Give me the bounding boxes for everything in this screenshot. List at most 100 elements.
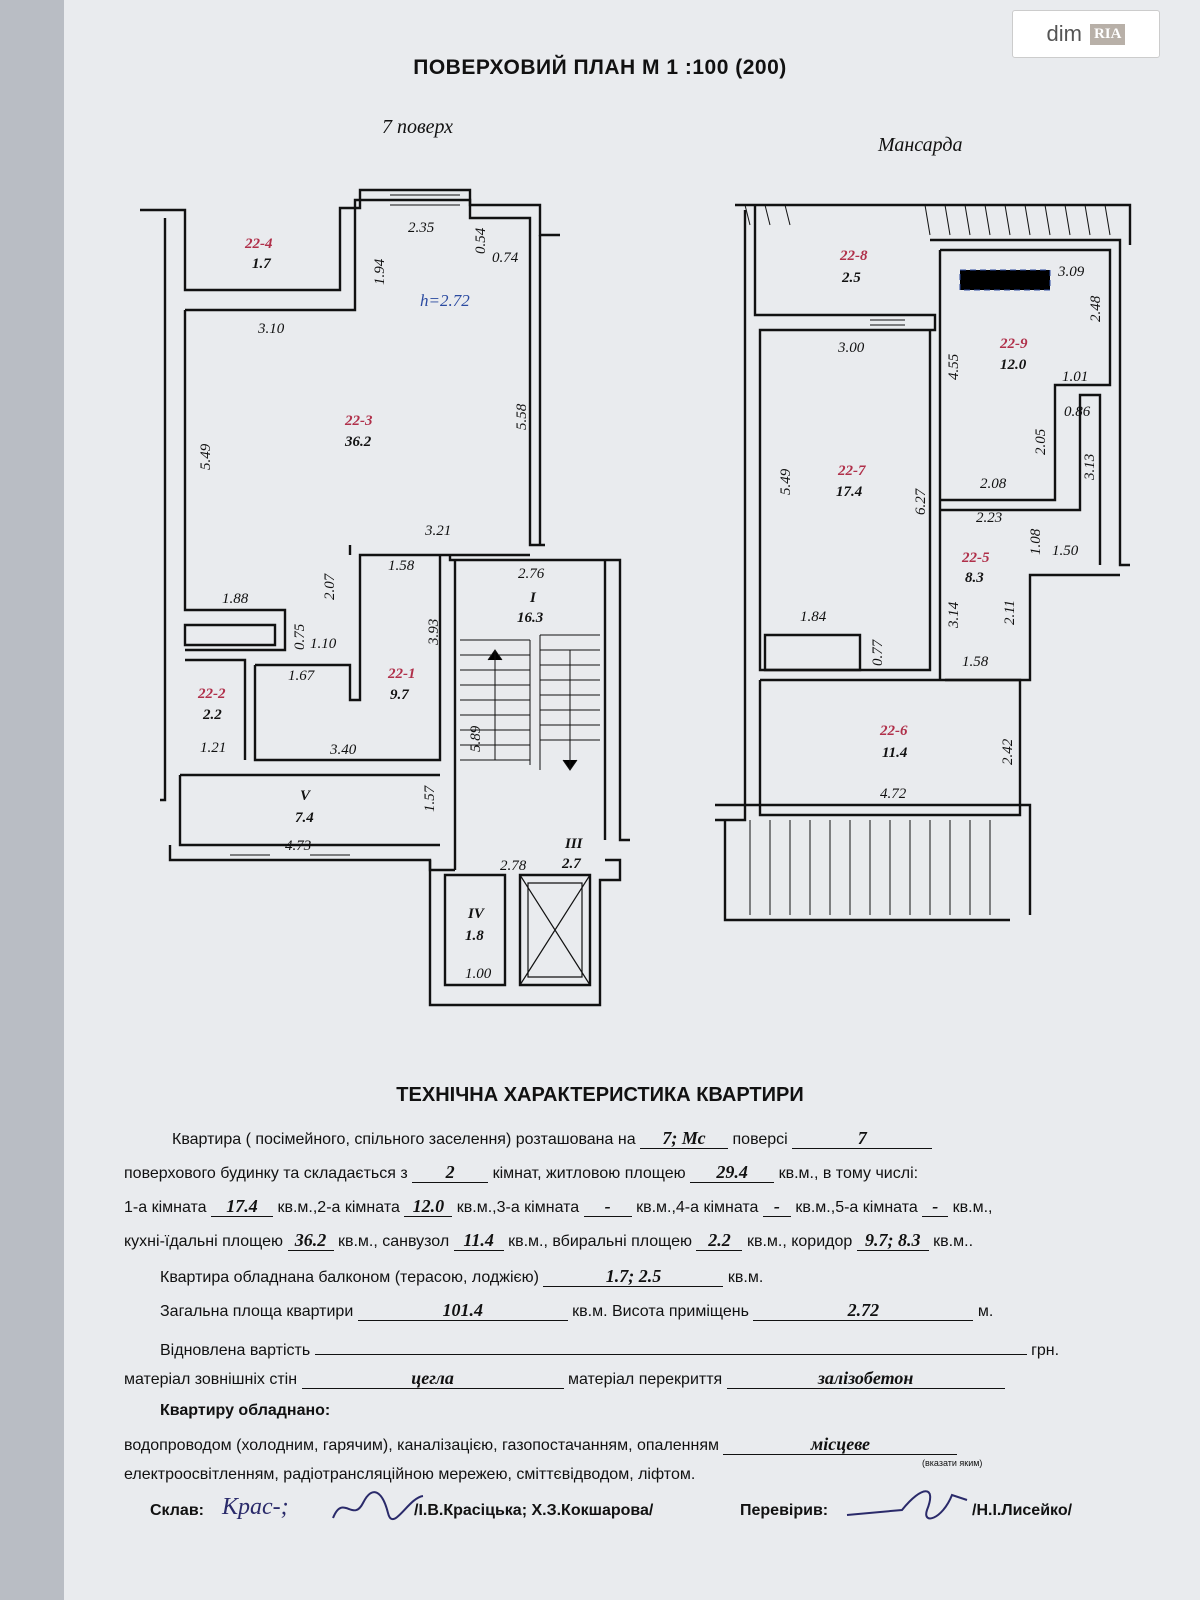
tech-line-7: Відновлена вартість грн. xyxy=(160,1334,1059,1360)
checked-name: /Н.І.Лисейко/ xyxy=(972,1502,1073,1519)
dimension-label: 3.00 xyxy=(837,340,865,356)
tech-line-5: Квартира обладнана балконом (терасою, ло… xyxy=(160,1266,763,1287)
dimension-label: 2.35 xyxy=(408,220,435,236)
wall-material-value: цегла xyxy=(301,1368,564,1389)
dimension-label: 1.58 xyxy=(388,558,415,574)
dim-ria-watermark: dim RIA xyxy=(1012,10,1160,58)
room-id-22-2: 22-2 xyxy=(197,686,226,702)
plan-title: ПОВЕРХОВИЙ ПЛАН М 1 :100 (200) xyxy=(413,56,787,79)
dimension-label: 1.21 xyxy=(200,740,226,756)
checker-signature xyxy=(846,1490,968,1520)
room-area-22-6: 11.4 xyxy=(882,745,908,761)
text: водопроводом (холодним, гарячим), каналі… xyxy=(124,1437,720,1454)
floor-plan-drawing: 22-4 1.7 22-3 36.2 22-2 2.2 22-1 9.7 I 1… xyxy=(140,188,1132,1007)
dimension-label: 1.58 xyxy=(962,654,989,670)
wc-value: 2.2 xyxy=(696,1230,743,1251)
text: поверсі xyxy=(732,1131,788,1148)
room-area-22-4: 1.7 xyxy=(252,256,271,272)
tech-line-2: поверхового будинку та складається з 2 к… xyxy=(124,1162,918,1183)
dimension-label: 3.93 xyxy=(426,619,442,646)
text: матеріал перекриття xyxy=(567,1371,723,1388)
tech-line-6: Загальна площа квартири 101.4 кв.м. Висо… xyxy=(160,1300,993,1321)
room-area-22-9: 12.0 xyxy=(1000,357,1027,373)
dimension-label: 5.49 xyxy=(778,468,794,495)
tech-title: ТЕХНІЧНА ХАРАКТЕРИСТИКА КВАРТИРИ xyxy=(396,1084,804,1106)
dimension-label: 5.89 xyxy=(468,725,484,752)
text: кімнат, житловою площею xyxy=(492,1165,686,1182)
tech-line-8: матеріал зовнішніх стін цегла матеріал п… xyxy=(124,1368,1005,1389)
dimension-label: 0.54 xyxy=(473,227,489,254)
dimension-label: 3.21 xyxy=(424,523,451,539)
dimension-label: 3.13 xyxy=(1082,454,1098,481)
dimension-label: 2.11 xyxy=(1002,600,1018,625)
height-note: h=2.72 xyxy=(420,291,470,310)
watermark-brand: dim xyxy=(1046,21,1082,46)
dimension-label: 5.58 xyxy=(514,403,530,430)
dimension-label: 1.84 xyxy=(800,609,827,625)
dimension-label: 2.07 xyxy=(322,572,338,600)
floor-value: 7; Мс xyxy=(640,1128,729,1149)
left-plan-walls xyxy=(140,188,630,1007)
composed-signature: Крас-; xyxy=(222,1494,289,1520)
tech-line-4: кухні-їдальні площею 36.2 кв.м., санвузо… xyxy=(124,1230,973,1251)
room-area-III: 2.7 xyxy=(561,856,581,872)
dimension-label: 6.27 xyxy=(913,487,929,515)
right-plan-label: Мансарда xyxy=(878,134,963,156)
room-area-22-5: 8.3 xyxy=(965,570,984,586)
signature-scribble xyxy=(332,1491,424,1521)
room-id-IV: IV xyxy=(467,906,486,922)
text: Загальна площа квартири xyxy=(160,1303,354,1320)
dimension-label: 2.23 xyxy=(976,510,1002,526)
dimension-label: 2.78 xyxy=(500,858,527,874)
room-id-22-6: 22-6 xyxy=(879,723,908,739)
dimension-label: 1.08 xyxy=(1028,528,1044,555)
document-sheet xyxy=(64,0,1200,1600)
checked-label: Перевірив: xyxy=(740,1502,829,1519)
dimension-label: 0.86 xyxy=(1064,404,1091,420)
dimension-label: 1.57 xyxy=(422,784,438,812)
dimension-label: 4.72 xyxy=(880,786,907,802)
room-area-22-2: 2.2 xyxy=(202,707,222,723)
text: Квартира ( посімейного, спільного заселе… xyxy=(172,1131,636,1148)
dimension-label: 4.73 xyxy=(285,838,311,854)
composed-label: Склав: xyxy=(150,1502,204,1519)
room-area-22-8: 2.5 xyxy=(841,270,861,286)
bath-value: 11.4 xyxy=(453,1230,504,1251)
text: кв.м., вбиральні площею xyxy=(508,1233,693,1250)
room2-value: 12.0 xyxy=(404,1196,453,1217)
room4-value: - xyxy=(762,1196,791,1217)
dimension-label: 1.88 xyxy=(222,591,249,607)
right-dimensions: 3.09 3.00 2.48 4.55 1.01 0.86 5.49 2.05 … xyxy=(778,264,1104,802)
dimension-label: 1.50 xyxy=(1052,543,1079,559)
room-area-I: 16.3 xyxy=(517,610,544,626)
room-id-22-7: 22-7 xyxy=(837,463,866,479)
text: кв.м.. xyxy=(933,1233,974,1250)
room-area-IV: 1.8 xyxy=(465,928,484,944)
corridor-value: 9.7; 8.3 xyxy=(856,1230,929,1251)
tech-line-11: електроосвітленням, радіотрансляційною м… xyxy=(124,1466,696,1483)
left-dimensions: 2.35 0.54 0.74 1.94 3.10 5.49 5.58 3.21 … xyxy=(198,220,545,982)
text: Відновлена вартість xyxy=(160,1342,311,1359)
room-area-22-7: 17.4 xyxy=(836,484,863,500)
storeys-value: 7 xyxy=(792,1128,933,1149)
room5-value: - xyxy=(922,1196,949,1217)
room-id-V: V xyxy=(300,788,312,804)
room-area-22-3: 36.2 xyxy=(344,434,372,450)
dimension-label: 2.48 xyxy=(1088,295,1104,322)
living-area-value: 29.4 xyxy=(690,1162,775,1183)
ceiling-height-value: 2.72 xyxy=(753,1300,974,1321)
heating-value: місцеве xyxy=(723,1434,958,1455)
dimension-label: 0.75 xyxy=(292,623,308,650)
text: кухні-їдальні площею xyxy=(124,1233,284,1250)
text: кв.м. xyxy=(727,1269,764,1286)
text: кв.м. Висота приміщень xyxy=(572,1303,749,1320)
text: поверхового будинку та складається з xyxy=(124,1165,408,1182)
dimension-label: 1.67 xyxy=(288,668,316,684)
room-id-III: III xyxy=(564,836,584,852)
dimension-label: 3.40 xyxy=(329,742,357,758)
composed-names: /І.В.Красіцька; Х.З.Кокшарова/ xyxy=(414,1502,654,1519)
kitchen-value: 36.2 xyxy=(287,1230,334,1251)
dimension-label: 2.76 xyxy=(518,566,545,582)
right-plan-hatching xyxy=(744,204,1111,915)
room-id-I: I xyxy=(529,590,537,606)
